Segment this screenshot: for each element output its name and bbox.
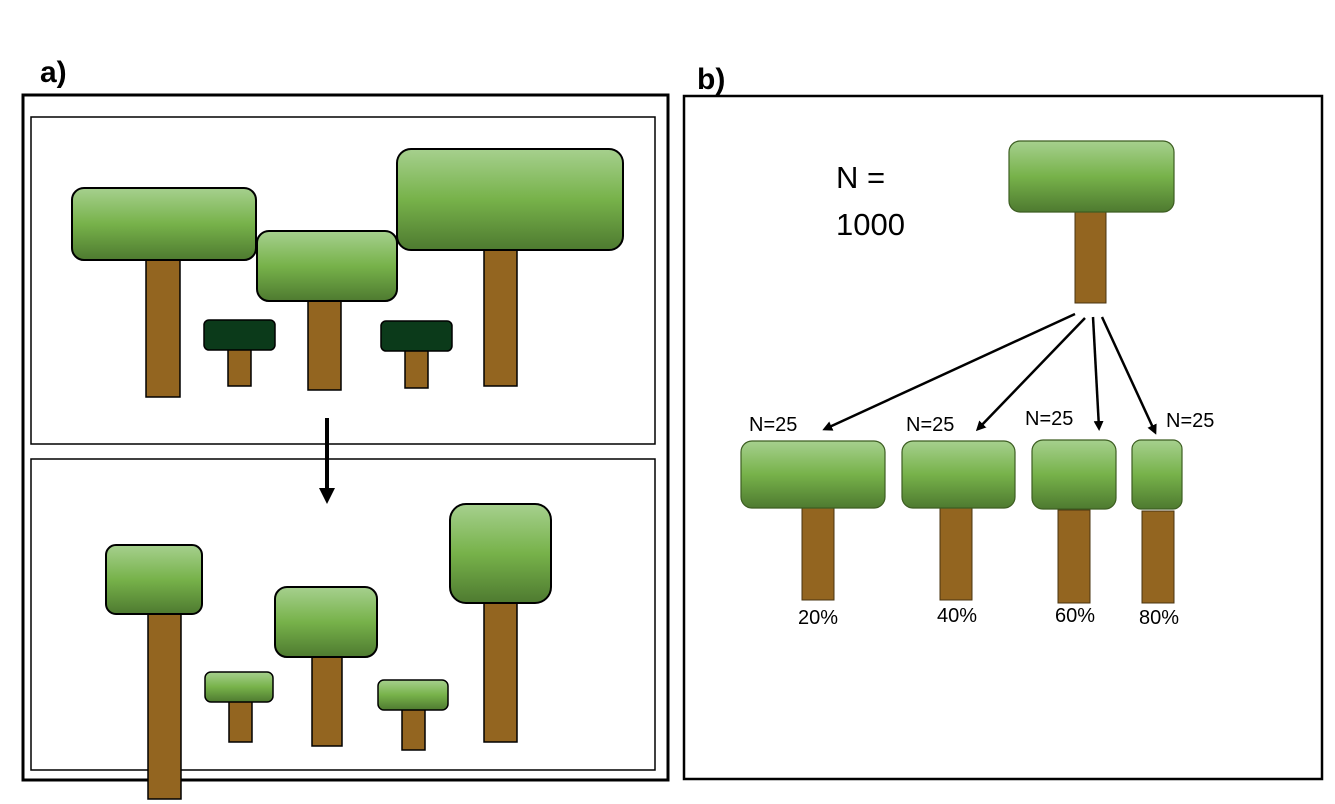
source-tree [1008,140,1175,304]
panel-a-label: a) [40,56,67,89]
tree [274,586,378,747]
tree [377,679,449,751]
trunk [1057,509,1091,604]
population-size-label: N = [836,160,885,195]
canopy [1131,439,1183,510]
retention-percent-label: 40% [937,605,977,627]
sample-size-label: N=25 [1166,410,1214,432]
panel-a: a) [21,56,670,800]
canopy [203,319,276,351]
panel-a-frame [21,93,670,782]
panel-b: b) N = 1000 N=25 20% N=25 40% [682,63,1324,781]
canopy [740,440,886,509]
panel-b-label: b) [697,63,725,96]
canopy [1008,140,1175,213]
sample-arrow-2 [975,317,1086,432]
sample-size-label: N=25 [906,414,954,436]
canopy-tree [71,187,257,398]
trunk [483,594,518,743]
canopy [396,148,624,251]
trunk [401,707,426,751]
trunk [228,699,253,743]
sample-arrow-3 [1091,316,1104,431]
retention-percent-label: 20% [798,607,838,629]
understory-tree [203,319,276,387]
retention-percent-label: 80% [1139,607,1179,629]
canopy [274,586,378,658]
canopy [901,440,1016,509]
understory-tree [380,320,453,389]
tree [105,544,203,800]
canopy [380,320,453,352]
retention-percent-label: 60% [1055,605,1095,627]
trunk [801,507,835,601]
trunk [227,346,252,387]
trunk [939,506,973,601]
tree [204,671,274,743]
trunk [1074,210,1107,304]
sample-size-label: N=25 [1025,408,1073,430]
tree [449,503,552,743]
canopy [204,671,274,703]
canopy [256,230,398,302]
after-box [30,458,656,771]
trunk [1141,510,1175,604]
canopy [377,679,449,711]
canopy [105,544,203,615]
canopy-tree [396,148,624,387]
trunk [483,245,518,387]
before-box [30,116,656,445]
population-size-value: 1000 [836,207,905,242]
canopy-tree [256,230,398,391]
sample-arrow-1 [822,312,1076,431]
trunk [147,610,182,800]
sample-tree-2: N=25 40% [901,414,1016,627]
trunk [307,296,342,391]
panel-b-frame [682,94,1324,781]
sample-tree-4: N=25 80% [1131,410,1214,629]
sample-tree-3: N=25 60% [1025,408,1117,627]
sample-size-label: N=25 [749,414,797,436]
trunk [311,652,343,747]
sample-tree-1: N=25 20% [740,414,886,629]
trunk [145,257,181,398]
canopy [71,187,257,261]
trunk [404,347,429,389]
canopy [449,503,552,604]
canopy [1031,439,1117,510]
sample-arrow-4 [1100,316,1157,435]
